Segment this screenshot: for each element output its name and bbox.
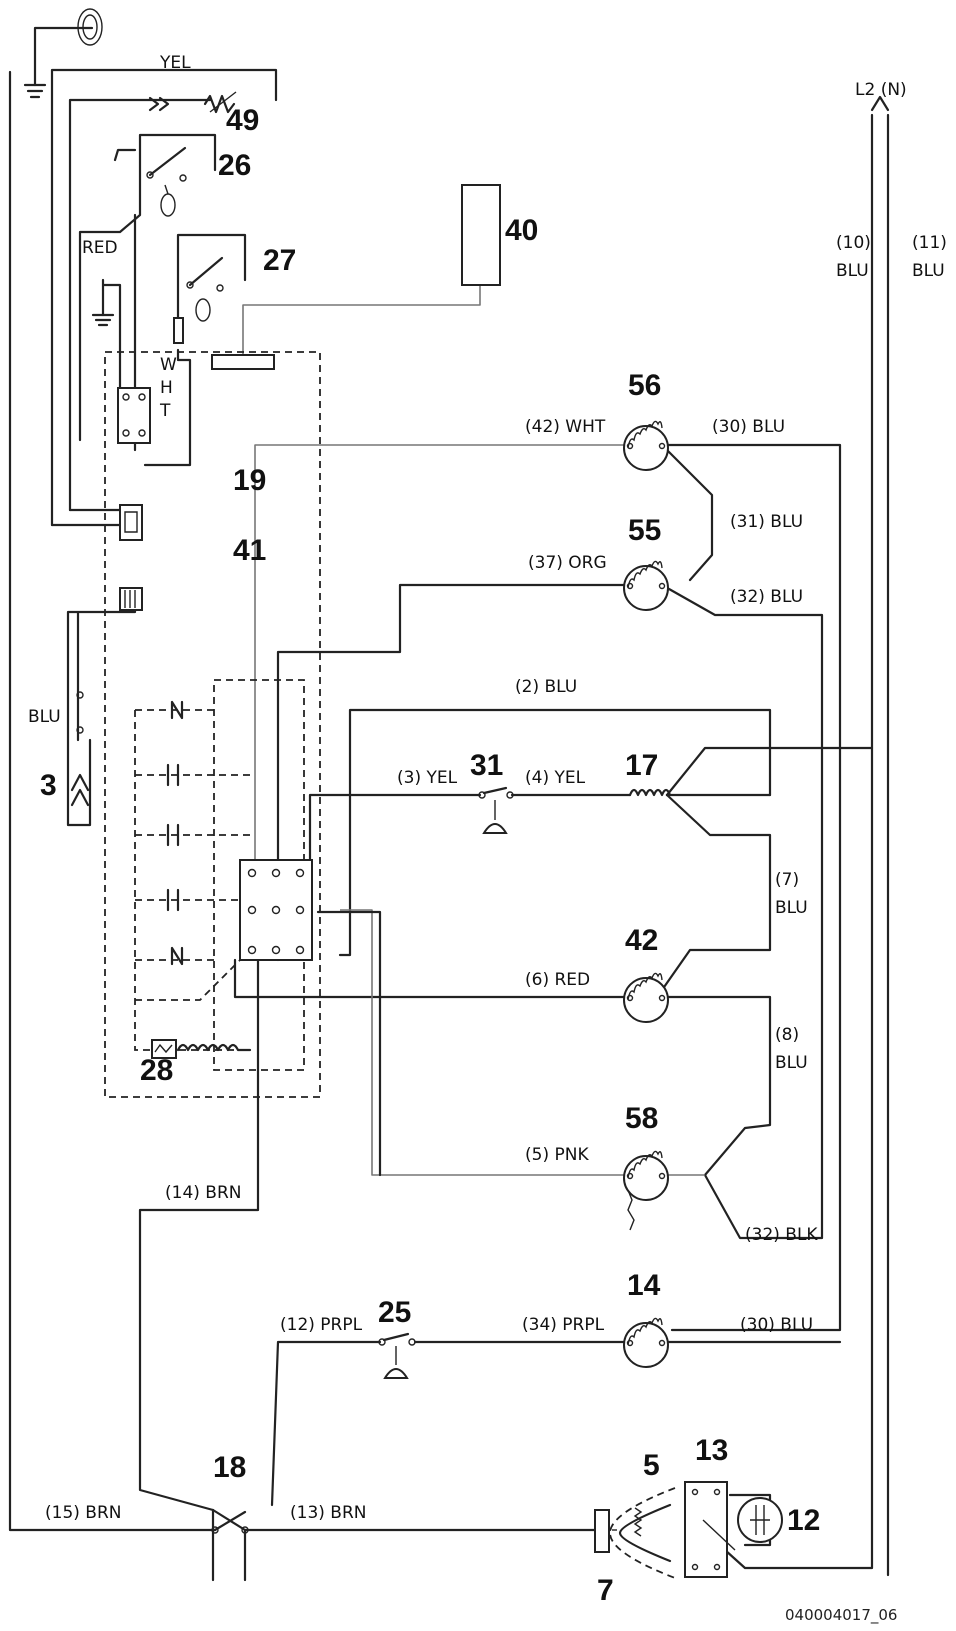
thermistor-49-icon xyxy=(148,91,237,114)
label-3: 3 xyxy=(40,769,57,802)
wire-30-blu-a: (30) BLU xyxy=(712,417,785,437)
wire-blu-left: BLU xyxy=(28,707,61,727)
label-12: 12 xyxy=(787,1504,820,1537)
wire-34-prpl: (34) PRPL xyxy=(522,1315,605,1335)
motor-58-icon xyxy=(623,1150,669,1231)
label-40: 40 xyxy=(505,214,538,247)
wire-wht-w: W xyxy=(160,355,177,375)
wire-7-color: BLU xyxy=(775,898,808,918)
wire-2-blu: (2) BLU xyxy=(515,677,577,697)
motor-42-icon xyxy=(623,972,669,1023)
wire-8-color: BLU xyxy=(775,1053,808,1073)
terminal-block-icon xyxy=(239,859,313,961)
wire-labels: YEL RED W H T BLU L2 (N) (10) BLU (11) B… xyxy=(28,53,947,1523)
label-49: 49 xyxy=(226,104,259,137)
label-58: 58 xyxy=(625,1102,658,1135)
motor-14-icon xyxy=(623,1317,669,1368)
label-18: 18 xyxy=(213,1451,246,1484)
label-7: 7 xyxy=(597,1574,614,1607)
wire-10-num: (10) xyxy=(836,233,871,253)
wire-37-org: (37) ORG xyxy=(528,553,607,573)
wire-wht-h: H xyxy=(160,378,173,398)
thermostat-switch-26-icon xyxy=(146,146,187,217)
coil-17-icon xyxy=(628,788,672,797)
label-26: 26 xyxy=(218,149,251,182)
motor-56-icon xyxy=(623,420,669,471)
wire-31-blu: (31) BLU xyxy=(730,512,803,532)
heater-28-icon xyxy=(151,1039,252,1059)
wire-10-color: BLU xyxy=(836,261,869,281)
relay-19-icon xyxy=(117,387,151,444)
probe-3-icon xyxy=(70,691,90,807)
label-19: 19 xyxy=(233,464,266,497)
wire-7-num: (7) xyxy=(775,870,799,890)
label-25: 25 xyxy=(378,1296,411,1329)
wire-14-brn: (14) BRN xyxy=(165,1183,242,1203)
wire-32-blu-a: (32) BLU xyxy=(730,587,803,607)
board-connector-strip xyxy=(211,354,275,370)
component-40-box xyxy=(461,184,501,286)
label-13: 13 xyxy=(695,1434,728,1467)
label-17: 17 xyxy=(625,749,658,782)
wire-12-prpl: (12) PRPL xyxy=(280,1315,363,1335)
wire-13-brn: (13) BRN xyxy=(290,1503,367,1523)
wire-wht-t: T xyxy=(159,401,171,421)
wire-6-red: (6) RED xyxy=(525,970,590,990)
label-14: 14 xyxy=(627,1269,661,1302)
component-13-icon xyxy=(684,1481,736,1578)
wire-42-wht: (42) WHT xyxy=(525,417,606,437)
label-28: 28 xyxy=(140,1054,173,1087)
label-55: 55 xyxy=(628,514,661,547)
label-41: 41 xyxy=(233,534,266,567)
label-5: 5 xyxy=(643,1449,660,1482)
label-42: 42 xyxy=(625,924,658,957)
ground-ring-icon xyxy=(77,8,103,46)
label-27: 27 xyxy=(263,244,296,277)
control-board xyxy=(104,351,321,1098)
label-31: 31 xyxy=(470,749,503,782)
wire-11-num: (11) xyxy=(912,233,947,253)
wire-5-pnk: (5) PNK xyxy=(525,1145,589,1165)
wire-4-yel: (4) YEL xyxy=(525,768,586,788)
wire-15-brn: (15) BRN xyxy=(45,1503,122,1523)
wire-11-color: BLU xyxy=(912,261,945,281)
wire-30-blu-b: (30) BLU xyxy=(740,1315,813,1335)
wires xyxy=(8,26,890,1577)
label-56: 56 xyxy=(628,369,661,402)
thermostat-31-icon xyxy=(478,786,514,834)
wire-8-num: (8) xyxy=(775,1025,799,1045)
switch-18-icon xyxy=(211,1508,249,1582)
diagram-code: 040004017_06 xyxy=(785,1606,897,1625)
thermostat-switch-27-icon xyxy=(173,256,224,344)
coil-5-icon xyxy=(609,1487,676,1579)
component-7-box xyxy=(594,1509,610,1553)
component-numbers: 49 26 27 40 19 41 3 28 56 55 31 17 42 58… xyxy=(40,104,820,1607)
connector-plug-icon xyxy=(119,504,143,611)
label-l2n: L2 (N) xyxy=(855,80,907,100)
component-12-icon xyxy=(737,1497,783,1543)
thermostat-25-icon xyxy=(378,1332,416,1379)
wire-32-blk: (32) BLK xyxy=(745,1225,818,1245)
wire-3-yel: (3) YEL xyxy=(397,768,458,788)
motor-55-icon xyxy=(623,560,669,611)
board-contacts-icon xyxy=(166,700,184,966)
wire-red: RED xyxy=(82,238,118,258)
wire-yel-top: YEL xyxy=(159,53,191,73)
